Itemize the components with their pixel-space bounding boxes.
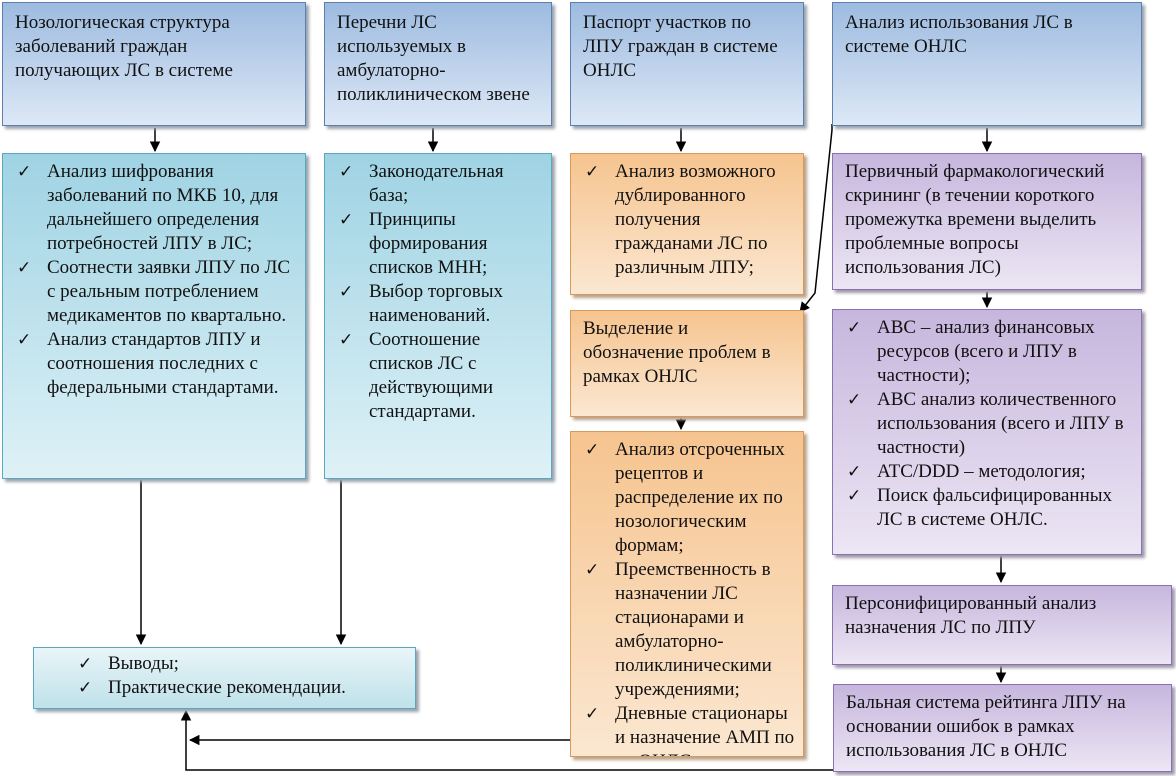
abc-checklist: ABC – анализ финансовых ресурсов (всего … [833, 310, 1141, 532]
passport-header-text: Паспорт участков по ЛПУ граждан в систем… [583, 12, 778, 81]
list-item: ABC анализ количественного использования… [847, 388, 1133, 460]
problems-box: Выделение и обозначение проблем в рамках… [570, 310, 804, 417]
passport-list-box: Анализ возможного дублированного получен… [570, 153, 804, 295]
conclusions-checklist: Выводы; Практические рекомендации. [34, 648, 415, 700]
list-item: Законодательная база; [339, 160, 543, 208]
list-item: Преемственность в назначении ЛС стациона… [585, 558, 795, 702]
lists-header-text: Перечни ЛС используемых в амбулаторно-по… [337, 12, 530, 105]
nosology-checklist: Анализ шифрования заболеваний по МКБ 10,… [3, 154, 305, 400]
list-item: Соотношение списков ЛС с действующими ст… [339, 328, 543, 424]
passport-checklist: Анализ возможного дублированного получен… [571, 154, 803, 280]
arrow-rating-to-conclusions [180, 709, 833, 771]
nosology-header-text: Нозологическая структура заболеваний гра… [15, 12, 233, 81]
nosology-header-box: Нозологическая структура заболеваний гра… [2, 2, 306, 126]
list-item: Принципы формирования списков МНН; [339, 208, 543, 280]
abc-list-box: ABC – анализ финансовых ресурсов (всего … [832, 309, 1142, 555]
rating-box: Бальная система рейтинга ЛПУ на основани… [833, 684, 1172, 772]
conclusions-box: Выводы; Практические рекомендации. [33, 647, 416, 709]
list-item: Анализ стандартов ЛПУ и соотношения посл… [17, 328, 297, 400]
lists-checklist: Законодательная база; Принципы формирова… [325, 154, 551, 424]
arrow-analysis-to-problems [799, 124, 833, 313]
nosology-list-box: Анализ шифрования заболеваний по МКБ 10,… [2, 153, 306, 479]
screening-text: Первичный фармакологический скрининг (в … [845, 161, 1105, 278]
analysis-header-box: Анализ использования ЛС в системе ОНЛС [832, 2, 1142, 126]
list-item: ABC – анализ финансовых ресурсов (всего … [847, 316, 1133, 388]
list-item: Выводы; [78, 652, 407, 676]
screening-box: Первичный фармакологический скрининг (в … [832, 153, 1142, 290]
list-item: ATC/DDD – методология; [847, 460, 1133, 484]
list-item: Дневные стационары и назначение АМП по с… [585, 702, 795, 756]
lists-header-box: Перечни ЛС используемых в амбулаторно-по… [324, 2, 552, 126]
rating-text: Бальная система рейтинга ЛПУ на основани… [846, 692, 1126, 761]
personified-text: Персонифицированный анализ назначения ЛС… [845, 593, 1097, 638]
list-item: Анализ возможного дублированного получен… [585, 160, 795, 280]
list-item: Выбор торговых наименований. [339, 280, 543, 328]
analysis-header-text: Анализ использования ЛС в системе ОНЛС [845, 12, 1073, 57]
lists-list-box: Законодательная база; Принципы формирова… [324, 153, 552, 479]
list-item: Практические рекомендации. [78, 676, 407, 700]
problems-text: Выделение и обозначение проблем в рамках… [583, 318, 771, 387]
list-item: Анализ шифрования заболеваний по МКБ 10,… [17, 160, 297, 256]
list-item: Анализ отсроченных рецептов и распределе… [585, 438, 795, 558]
list-item: Соотнести заявки ЛПУ по ЛС с реальным по… [17, 256, 297, 328]
problems-list-box: Анализ отсроченных рецептов и распределе… [570, 431, 804, 757]
list-item: Поиск фальсифицированных ЛС в системе ОН… [847, 484, 1133, 532]
personified-box: Персонифицированный анализ назначения ЛС… [832, 585, 1172, 665]
problems-checklist: Анализ отсроченных рецептов и распределе… [571, 432, 803, 756]
passport-header-box: Паспорт участков по ЛПУ граждан в систем… [570, 2, 804, 126]
